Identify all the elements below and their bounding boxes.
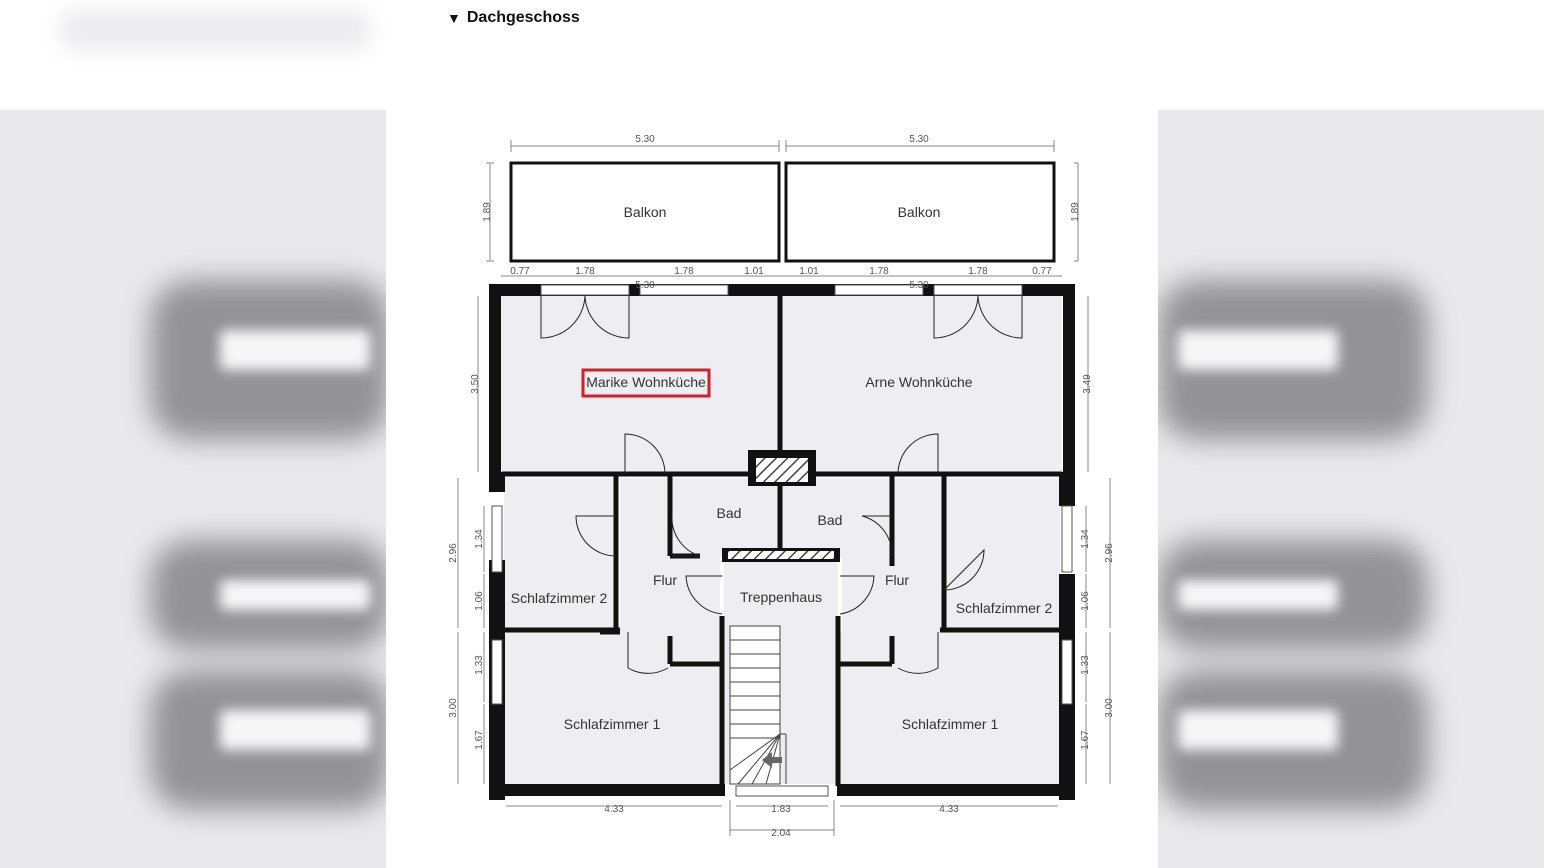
room-wohnkueche-right[interactable]: Arne Wohnküche xyxy=(865,374,972,390)
dim-balkon-right-h: 1.89 xyxy=(1070,202,1081,222)
dim-right-296: 2.96 xyxy=(1104,543,1115,563)
dim-top-left: 5.30 xyxy=(635,134,655,145)
dim-right-167: 1.67 xyxy=(1080,730,1091,750)
room-treppenhaus[interactable]: Treppenhaus xyxy=(740,589,822,605)
dim-wk-right-h: 3.49 xyxy=(1082,374,1093,394)
section-title: Dachgeschoss xyxy=(466,9,580,26)
dim-right-300: 3.00 xyxy=(1104,698,1115,718)
dim-left-134: 1.34 xyxy=(474,529,485,549)
dim-bottom-left: 4.33 xyxy=(604,804,624,815)
blurred-side-right xyxy=(1158,110,1544,868)
dim-seg-r3: 1.78 xyxy=(968,266,988,277)
room-schlafzimmer2-right[interactable]: Schlafzimmer 2 xyxy=(956,600,1053,616)
room-schlafzimmer1-left[interactable]: Schlafzimmer 1 xyxy=(564,716,661,732)
dim-seg-l1: 0.77 xyxy=(510,266,530,277)
dim-bottom-right: 4.33 xyxy=(939,804,959,815)
room-bad-right[interactable]: Bad xyxy=(818,512,843,528)
dim-right-106: 1.06 xyxy=(1080,591,1091,611)
section-toggle-dachgeschoss[interactable]: ▼ Dachgeschoss xyxy=(447,9,580,27)
dim-right-133: 1.33 xyxy=(1080,655,1091,675)
dim-right-134: 1.34 xyxy=(1080,529,1091,549)
room-bad-left[interactable]: Bad xyxy=(717,505,742,521)
blurred-header xyxy=(60,10,370,50)
dim-wk-left-h: 3.50 xyxy=(470,374,481,394)
dim-bottom-mid: 1.83 xyxy=(771,804,791,815)
dim-top-right: 5.30 xyxy=(909,134,929,145)
room-balkon-right[interactable]: Balkon xyxy=(898,204,941,220)
room-wohnkueche-left[interactable]: Marike Wohnküche xyxy=(586,374,706,390)
dim-balkon-left-h: 1.89 xyxy=(482,202,493,222)
room-flur-right[interactable]: Flur xyxy=(885,572,909,588)
dim-seg-r2: 1.78 xyxy=(869,266,889,277)
room-balkon-left[interactable]: Balkon xyxy=(624,204,667,220)
dim-seg-l4: 1.01 xyxy=(744,266,764,277)
room-schlafzimmer1-right[interactable]: Schlafzimmer 1 xyxy=(902,716,999,732)
dim-left-133: 1.33 xyxy=(474,655,485,675)
triangle-down-icon: ▼ xyxy=(447,10,461,26)
room-flur-left[interactable]: Flur xyxy=(653,572,677,588)
dim-left-106: 1.06 xyxy=(474,591,485,611)
dim-inner-left: 5.30 xyxy=(635,280,655,291)
dim-left-296: 2.96 xyxy=(448,543,459,563)
room-highlight xyxy=(581,368,711,398)
dim-seg-r1: 1.01 xyxy=(799,266,819,277)
dim-bottom-total: 2.04 xyxy=(771,828,791,839)
dim-left-300: 3.00 xyxy=(448,698,459,718)
dim-seg-r4: 0.77 xyxy=(1032,266,1052,277)
stair-arrow-icon xyxy=(762,752,782,768)
dim-seg-l3: 1.78 xyxy=(674,266,694,277)
dim-left-167: 1.67 xyxy=(474,730,485,750)
dim-seg-l2: 1.78 xyxy=(575,266,595,277)
blurred-side-left xyxy=(0,110,390,868)
room-schlafzimmer2-left[interactable]: Schlafzimmer 2 xyxy=(511,590,608,606)
dim-inner-right: 5.30 xyxy=(909,280,929,291)
